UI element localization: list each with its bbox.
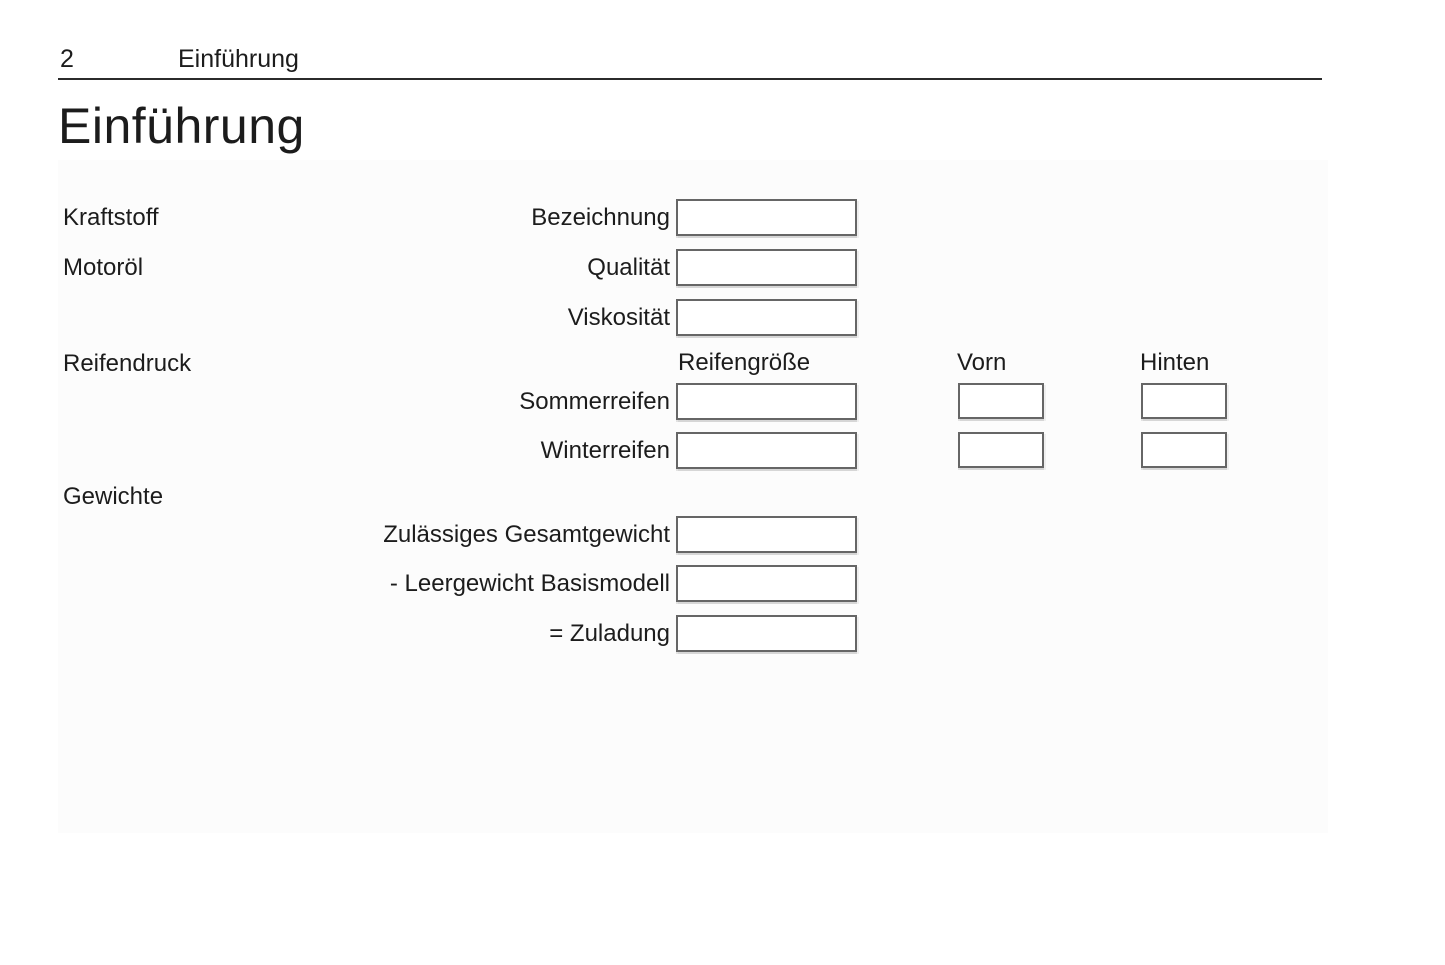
rear-column-header: Hinten (1140, 349, 1210, 376)
bezeichnung-input[interactable] (676, 199, 857, 236)
qualitaet-input[interactable] (676, 249, 857, 286)
field-label-leergewicht: - Leergewicht Basismodell (389, 570, 670, 597)
winterreifen-size-input[interactable] (676, 432, 857, 469)
section-label-gewichte: Gewichte (63, 483, 164, 510)
gesamtgewicht-input[interactable] (676, 516, 857, 553)
zuladung-input[interactable] (676, 615, 857, 652)
field-label-bezeichnung: Bezeichnung (531, 204, 670, 231)
field-label-gesamtgewicht: Zulässiges Gesamtgewicht (383, 521, 670, 548)
page-title: Einführung (58, 98, 305, 154)
field-label-winterreifen: Winterreifen (540, 437, 670, 464)
field-label-viskositaet: Viskosität (567, 304, 670, 331)
leergewicht-input[interactable] (676, 565, 857, 602)
sommerreifen-front-input[interactable] (958, 383, 1044, 419)
section-label-reifendruck: Reifendruck (63, 350, 192, 377)
front-column-header: Vorn (957, 349, 1007, 376)
tire-size-column-header: Reifengröße (678, 349, 811, 376)
field-label-qualitaet: Qualität (587, 254, 670, 281)
sommerreifen-size-input[interactable] (676, 383, 857, 420)
viskositaet-input[interactable] (676, 299, 857, 336)
header-chapter-title: Einführung (178, 45, 299, 73)
field-label-sommerreifen: Sommerreifen (519, 388, 670, 415)
winterreifen-front-input[interactable] (958, 432, 1044, 468)
page-number: 2 (60, 45, 74, 73)
section-label-motoroel: Motoröl (63, 254, 144, 281)
section-label-kraftstoff: Kraftstoff (63, 204, 159, 231)
sommerreifen-rear-input[interactable] (1141, 383, 1227, 419)
header-rule (58, 78, 1322, 80)
winterreifen-rear-input[interactable] (1141, 432, 1227, 468)
field-label-zuladung: = Zuladung (549, 620, 670, 647)
